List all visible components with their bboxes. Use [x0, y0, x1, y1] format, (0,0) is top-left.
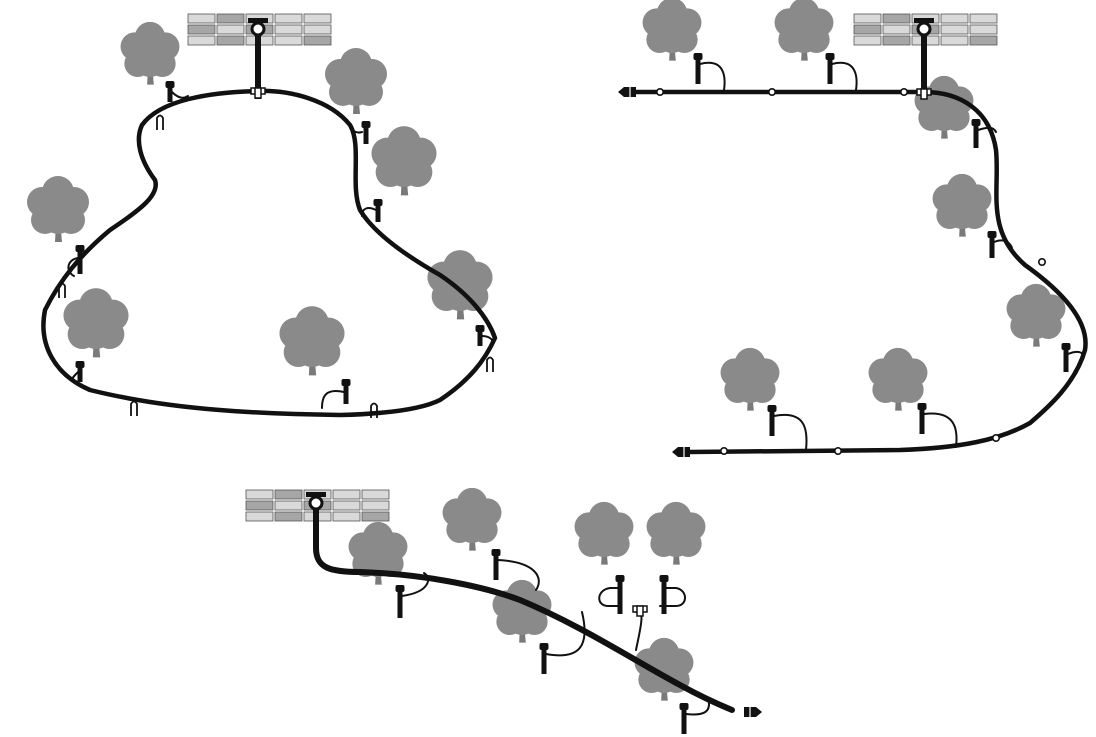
tree-icon: [634, 637, 694, 701]
tree-icon: [120, 21, 180, 85]
inline-emitter: [833, 446, 842, 455]
tube-clip-icon: [130, 400, 138, 416]
inline-emitter: [655, 88, 664, 97]
hose-end-cap-icon: [744, 705, 762, 719]
tee-connector-icon: [632, 605, 648, 617]
feeder-microtube: [545, 611, 586, 657]
tree-icon: [442, 487, 502, 551]
feeder-microtube: [171, 91, 189, 99]
dripper-stake-icon: [341, 379, 351, 404]
dripper-stake-icon: [75, 361, 85, 382]
dripper-stake-icon: [395, 585, 405, 618]
feeder-microtube: [831, 61, 858, 91]
tube-clip-icon: [370, 402, 378, 418]
feeder-microtube: [685, 697, 710, 716]
tree-icon: [325, 48, 387, 114]
faucet-icon: [248, 18, 268, 99]
feeder-microtube: [699, 61, 726, 91]
tree-icon: [868, 347, 928, 411]
loop-tubing: [41, 88, 498, 418]
tee-connector-icon: [916, 88, 932, 100]
tree-icon: [774, 0, 834, 61]
branch-microtube: [659, 587, 686, 607]
dripper-stake-icon: [987, 231, 997, 258]
dripper-stake-icon: [475, 325, 485, 346]
inline-emitter: [719, 446, 728, 455]
line-loop-tubing: [633, 89, 1088, 455]
tree-icon: [348, 521, 408, 585]
tree-icon: [914, 75, 974, 139]
tree-icon: [27, 176, 89, 242]
feeder-microtube: [67, 257, 79, 277]
tree-icon: [642, 0, 702, 61]
tee-connector-icon: [250, 87, 266, 99]
dripper-stake-icon: [767, 405, 777, 436]
dripper-stake-icon: [373, 199, 383, 222]
tree-icon: [279, 306, 345, 376]
dripper-stake-icon: [825, 53, 835, 84]
hose-end-cap-icon: [672, 445, 690, 459]
tree-icon: [1006, 283, 1066, 347]
tube-clip-icon: [58, 282, 66, 298]
feeder-microtube: [977, 126, 997, 133]
tube-clip-icon: [156, 114, 164, 130]
dripper-stake-icon: [75, 245, 85, 274]
tree-icon: [427, 250, 493, 320]
dripper-stake-icon: [491, 549, 501, 580]
feeder-microtube: [923, 412, 958, 448]
tree-icon: [932, 173, 992, 237]
hose-end-cap-icon: [618, 85, 636, 99]
dripper-stake-icon: [971, 119, 981, 148]
feeder-microtube: [71, 371, 79, 381]
faucet-icon: [914, 18, 934, 99]
dripper-stake-icon: [1061, 343, 1071, 372]
branch-tubing: [313, 507, 735, 713]
feeder-microtube: [361, 207, 377, 217]
tree-icon: [371, 126, 437, 196]
dripper-stake-icon: [539, 643, 549, 674]
dripper-stake-icon: [693, 53, 703, 84]
tree-icon: [646, 501, 706, 565]
dripper-stake-icon: [659, 575, 669, 614]
feeder-microtube: [497, 559, 540, 591]
dripper-stake-icon: [615, 575, 625, 614]
feeder-microtube: [401, 572, 429, 597]
branch-microtube: [598, 587, 621, 607]
faucet-icon: [306, 492, 326, 531]
inline-emitter: [991, 433, 1000, 442]
dripper-stake-icon: [361, 121, 371, 144]
feeder-microtube: [349, 126, 363, 134]
feeder-microtube: [321, 390, 345, 409]
feeder-microtube: [993, 239, 1013, 249]
feeder-microtube: [773, 413, 808, 451]
dripper-stake-icon: [165, 81, 175, 102]
feeder-microtube: [481, 335, 495, 343]
inline-emitter: [767, 88, 776, 97]
dripper-stake-icon: [679, 703, 689, 734]
inline-emitter: [1038, 257, 1047, 266]
dripper-stake-icon: [917, 403, 927, 434]
inline-emitter: [899, 88, 908, 97]
branch-microtube: [635, 610, 643, 651]
feeder-microtube: [1067, 350, 1085, 357]
tree-icon: [720, 347, 780, 411]
tree-icon: [63, 288, 129, 358]
tree-icon: [574, 501, 634, 565]
tube-clip-icon: [486, 356, 494, 372]
